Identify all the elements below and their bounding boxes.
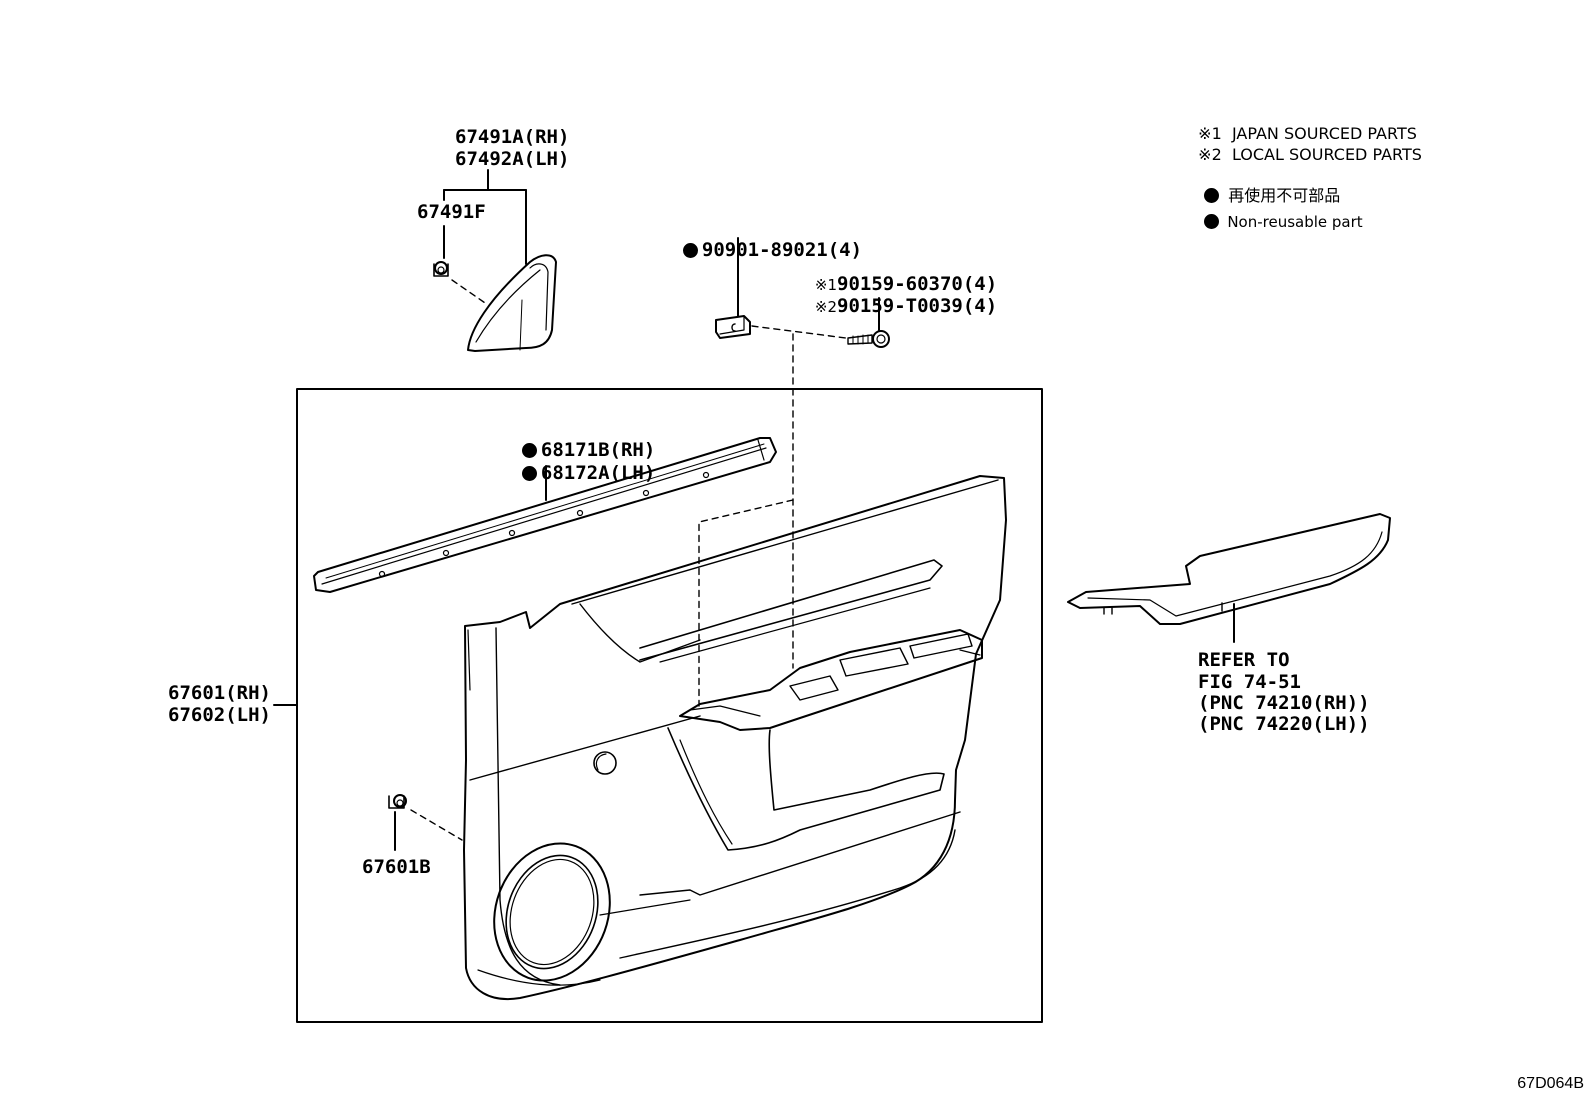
corner-garnish-67491a (467, 254, 557, 352)
dash-67601b (410, 809, 463, 841)
legend-nonreusable-en: Non-reusable part (1194, 192, 1363, 232)
part-label-90159-60370[interactable]: ※190159-60370(4) (792, 251, 997, 296)
legend-japan-mark: ※1 (1198, 124, 1222, 143)
dash-box (698, 499, 794, 707)
legend-local-mark: ※2 (1198, 145, 1222, 164)
mark-local: ※2 (814, 298, 838, 316)
clip-67601b (388, 794, 407, 809)
refer-line-4[interactable]: (PNC 74220(LH)) (1198, 713, 1370, 735)
leader-67491a (443, 169, 527, 265)
legend-japan: ※1 JAPAN SOURCED PARTS (1188, 104, 1417, 144)
nonreusable-dot-icon (1204, 188, 1220, 203)
part-number-90159-60370: 90159-60370(4) (837, 273, 998, 295)
part-label-67491a[interactable]: 67491A(RH) (455, 126, 570, 148)
part-label-67491f[interactable]: 67491F (417, 201, 486, 223)
door-trim-panel (463, 475, 1007, 1001)
part-label-67601b[interactable]: 67601B (362, 856, 431, 878)
legend-local: ※2 LOCAL SOURCED PARTS (1188, 125, 1422, 165)
diagram-code: 67D064B (1517, 1075, 1584, 1092)
legend-japan-text: JAPAN SOURCED PARTS (1231, 124, 1417, 143)
legend-nonreusable-jp-text: 再使用不可部品 (1228, 186, 1341, 205)
weatherstrip-68171b (313, 437, 777, 593)
nonreusable-dot-icon (1203, 214, 1219, 229)
part-label-67601[interactable]: 67601(RH) (168, 682, 271, 704)
nonreusable-dot-icon (521, 443, 537, 458)
dash-67491f (451, 279, 489, 306)
part-number-68171b: 68171B(RH) (540, 439, 656, 461)
part-label-68172a[interactable]: 68172A(LH) (499, 440, 655, 484)
part-label-68171b[interactable]: 68171B(RH) (499, 417, 655, 461)
legend-nonreusable-jp: 再使用不可部品 (1194, 166, 1340, 206)
clip-67491f (433, 261, 449, 277)
part-label-67602[interactable]: 67602(LH) (168, 704, 271, 726)
part-number-68172a: 68172A(LH) (540, 462, 656, 484)
nut-90901 (715, 315, 751, 339)
refer-line-2[interactable]: FIG 74-51 (1198, 671, 1301, 693)
dash-nut-screw (751, 325, 847, 339)
legend-nonreusable-en-text: Non-reusable part (1227, 213, 1363, 231)
legend-local-text: LOCAL SOURCED PARTS (1231, 145, 1422, 164)
armrest-trim-74210 (1067, 513, 1391, 625)
nonreusable-dot-icon (682, 243, 698, 258)
part-label-67492a[interactable]: 67492A(LH) (455, 148, 570, 170)
mark-japan: ※1 (814, 276, 838, 294)
part-label-90159-t0039[interactable]: ※290159-T0039(4) (792, 273, 997, 318)
part-label-90901[interactable]: 90901-89021(4) (660, 217, 862, 261)
assembly-frame (296, 388, 1043, 1023)
nonreusable-dot-icon (521, 466, 537, 481)
part-number-90901: 90901-89021(4) (701, 239, 863, 261)
screw-90159 (847, 330, 890, 348)
refer-line-1: REFER TO (1198, 649, 1290, 671)
refer-line-3[interactable]: (PNC 74210(RH)) (1198, 692, 1370, 714)
part-number-90159-t0039: 90159-T0039(4) (837, 295, 998, 317)
